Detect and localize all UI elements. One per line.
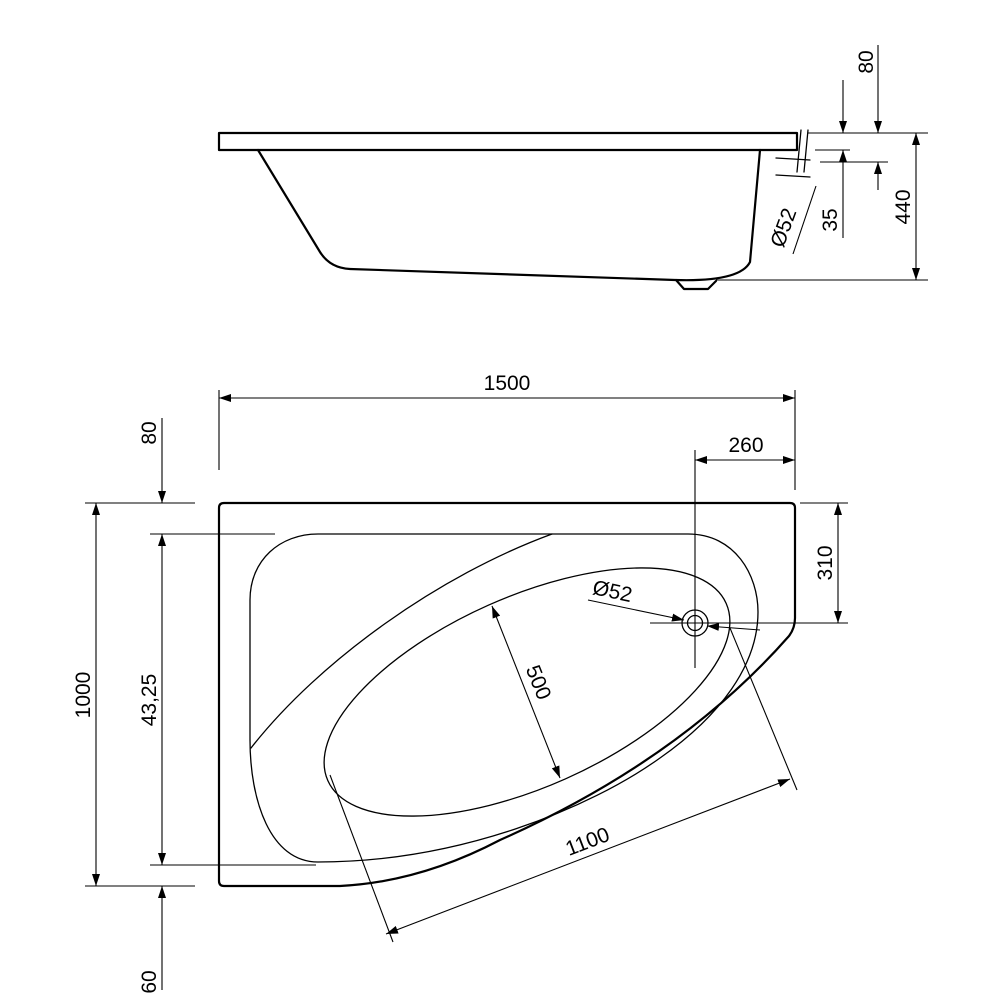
dim-label-bottom-offset: 60 (138, 970, 161, 993)
dim-label-drain-from-right: 260 (728, 434, 763, 457)
dim-line-bowl-length (385, 778, 791, 935)
dim-label-width: 1000 (72, 672, 95, 719)
dim-label-length: 1500 (484, 372, 531, 395)
extension-line (729, 627, 798, 791)
dim-label-height: 440 (892, 189, 915, 224)
dim-label-drain-offset: 35 (819, 208, 842, 231)
side-view: 80 35 440 Ø52 (217, 45, 928, 291)
side-view-overflow-mark (796, 129, 802, 173)
dim-label-bowl-width: 500 (521, 662, 555, 703)
dim-label-top-rim: 80 (138, 421, 161, 444)
dim-label-drain-from-top: 310 (814, 545, 837, 580)
side-view-drain-foot (674, 278, 718, 291)
top-view-bowl (323, 567, 731, 817)
top-view-backrest (250, 533, 553, 749)
top-view-outer-contour (217, 501, 797, 888)
side-view-rim (217, 131, 799, 152)
side-view-overflow-mark (775, 157, 811, 161)
dim-leader-drain-diameter (706, 622, 761, 631)
dim-label-bowl-length: 1100 (562, 823, 612, 861)
dim-line-bowl-width (491, 605, 561, 779)
top-view: 1500 260 310 1000 80 43,25 60 Ø52 500 11… (72, 372, 848, 994)
side-view-tub-body (256, 148, 762, 282)
side-view-overflow-mark (775, 174, 811, 178)
side-view-overflow-mark (803, 129, 809, 173)
dim-label-inner-depth: 43,25 (138, 674, 161, 727)
dim-leader-drain-diameter (587, 599, 685, 622)
side-view-diameter-leader (792, 185, 817, 255)
extension-line (329, 774, 394, 943)
top-view-inner-rim (249, 533, 759, 863)
dim-label-rim-thickness: 80 (855, 50, 878, 73)
